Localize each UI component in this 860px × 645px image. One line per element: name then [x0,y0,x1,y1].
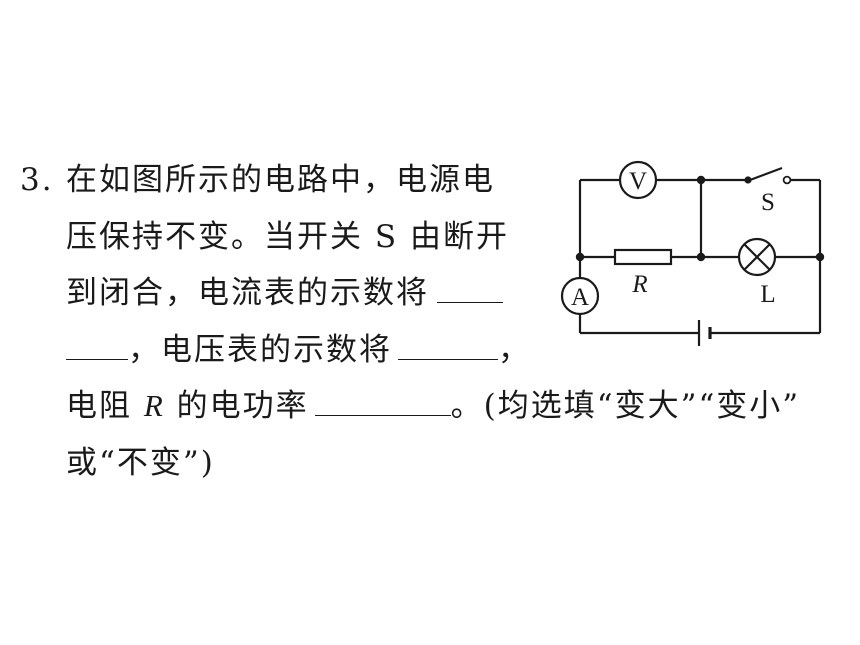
voltmeter [618,160,658,200]
switch-blade [749,166,783,182]
ammeter-label: A [571,284,589,311]
question-line-6: 或“不变”) [66,445,215,481]
question-line-2: 压保持不变。当开关 S 由断开 [66,219,509,255]
switch-label: S [761,189,775,216]
junction-dot-middle [696,252,706,262]
junction-dot-right [815,252,825,262]
resistor-variable: R [143,388,165,423]
question-line-3: 到闭合，电流表的示数将 [66,275,429,311]
question-number: 3. [20,162,54,198]
question-line-4: ，电压表的示数将 [128,332,392,368]
question-line-5-start: 电阻 [66,388,132,424]
lamp-cross-2 [743,243,771,271]
question-line-4-end: ， [498,332,531,368]
circuit-diagram: V A R S L [560,160,825,346]
answer-blank-power[interactable] [314,387,451,416]
junction-dot-top [696,175,706,185]
junction-dot-left [575,252,585,262]
voltmeter-label: V [629,168,647,195]
answer-blank-current-a[interactable] [437,274,503,303]
resistor [613,248,673,266]
answer-blank-voltage[interactable] [398,331,498,360]
question-line-5-end: 。(均选填“变大”“变小” [450,388,801,424]
switch-contact-left [744,176,752,184]
switch-contact-right [782,175,792,185]
ammeter [560,276,600,316]
question-line-5-mid: 的电功率 [176,388,309,424]
resistor-label: R [631,271,647,298]
answer-blank-current-b[interactable] [66,331,128,360]
question-line-1: 在如图所示的电路中，电源电 [66,162,495,198]
lamp-label: L [760,281,775,308]
